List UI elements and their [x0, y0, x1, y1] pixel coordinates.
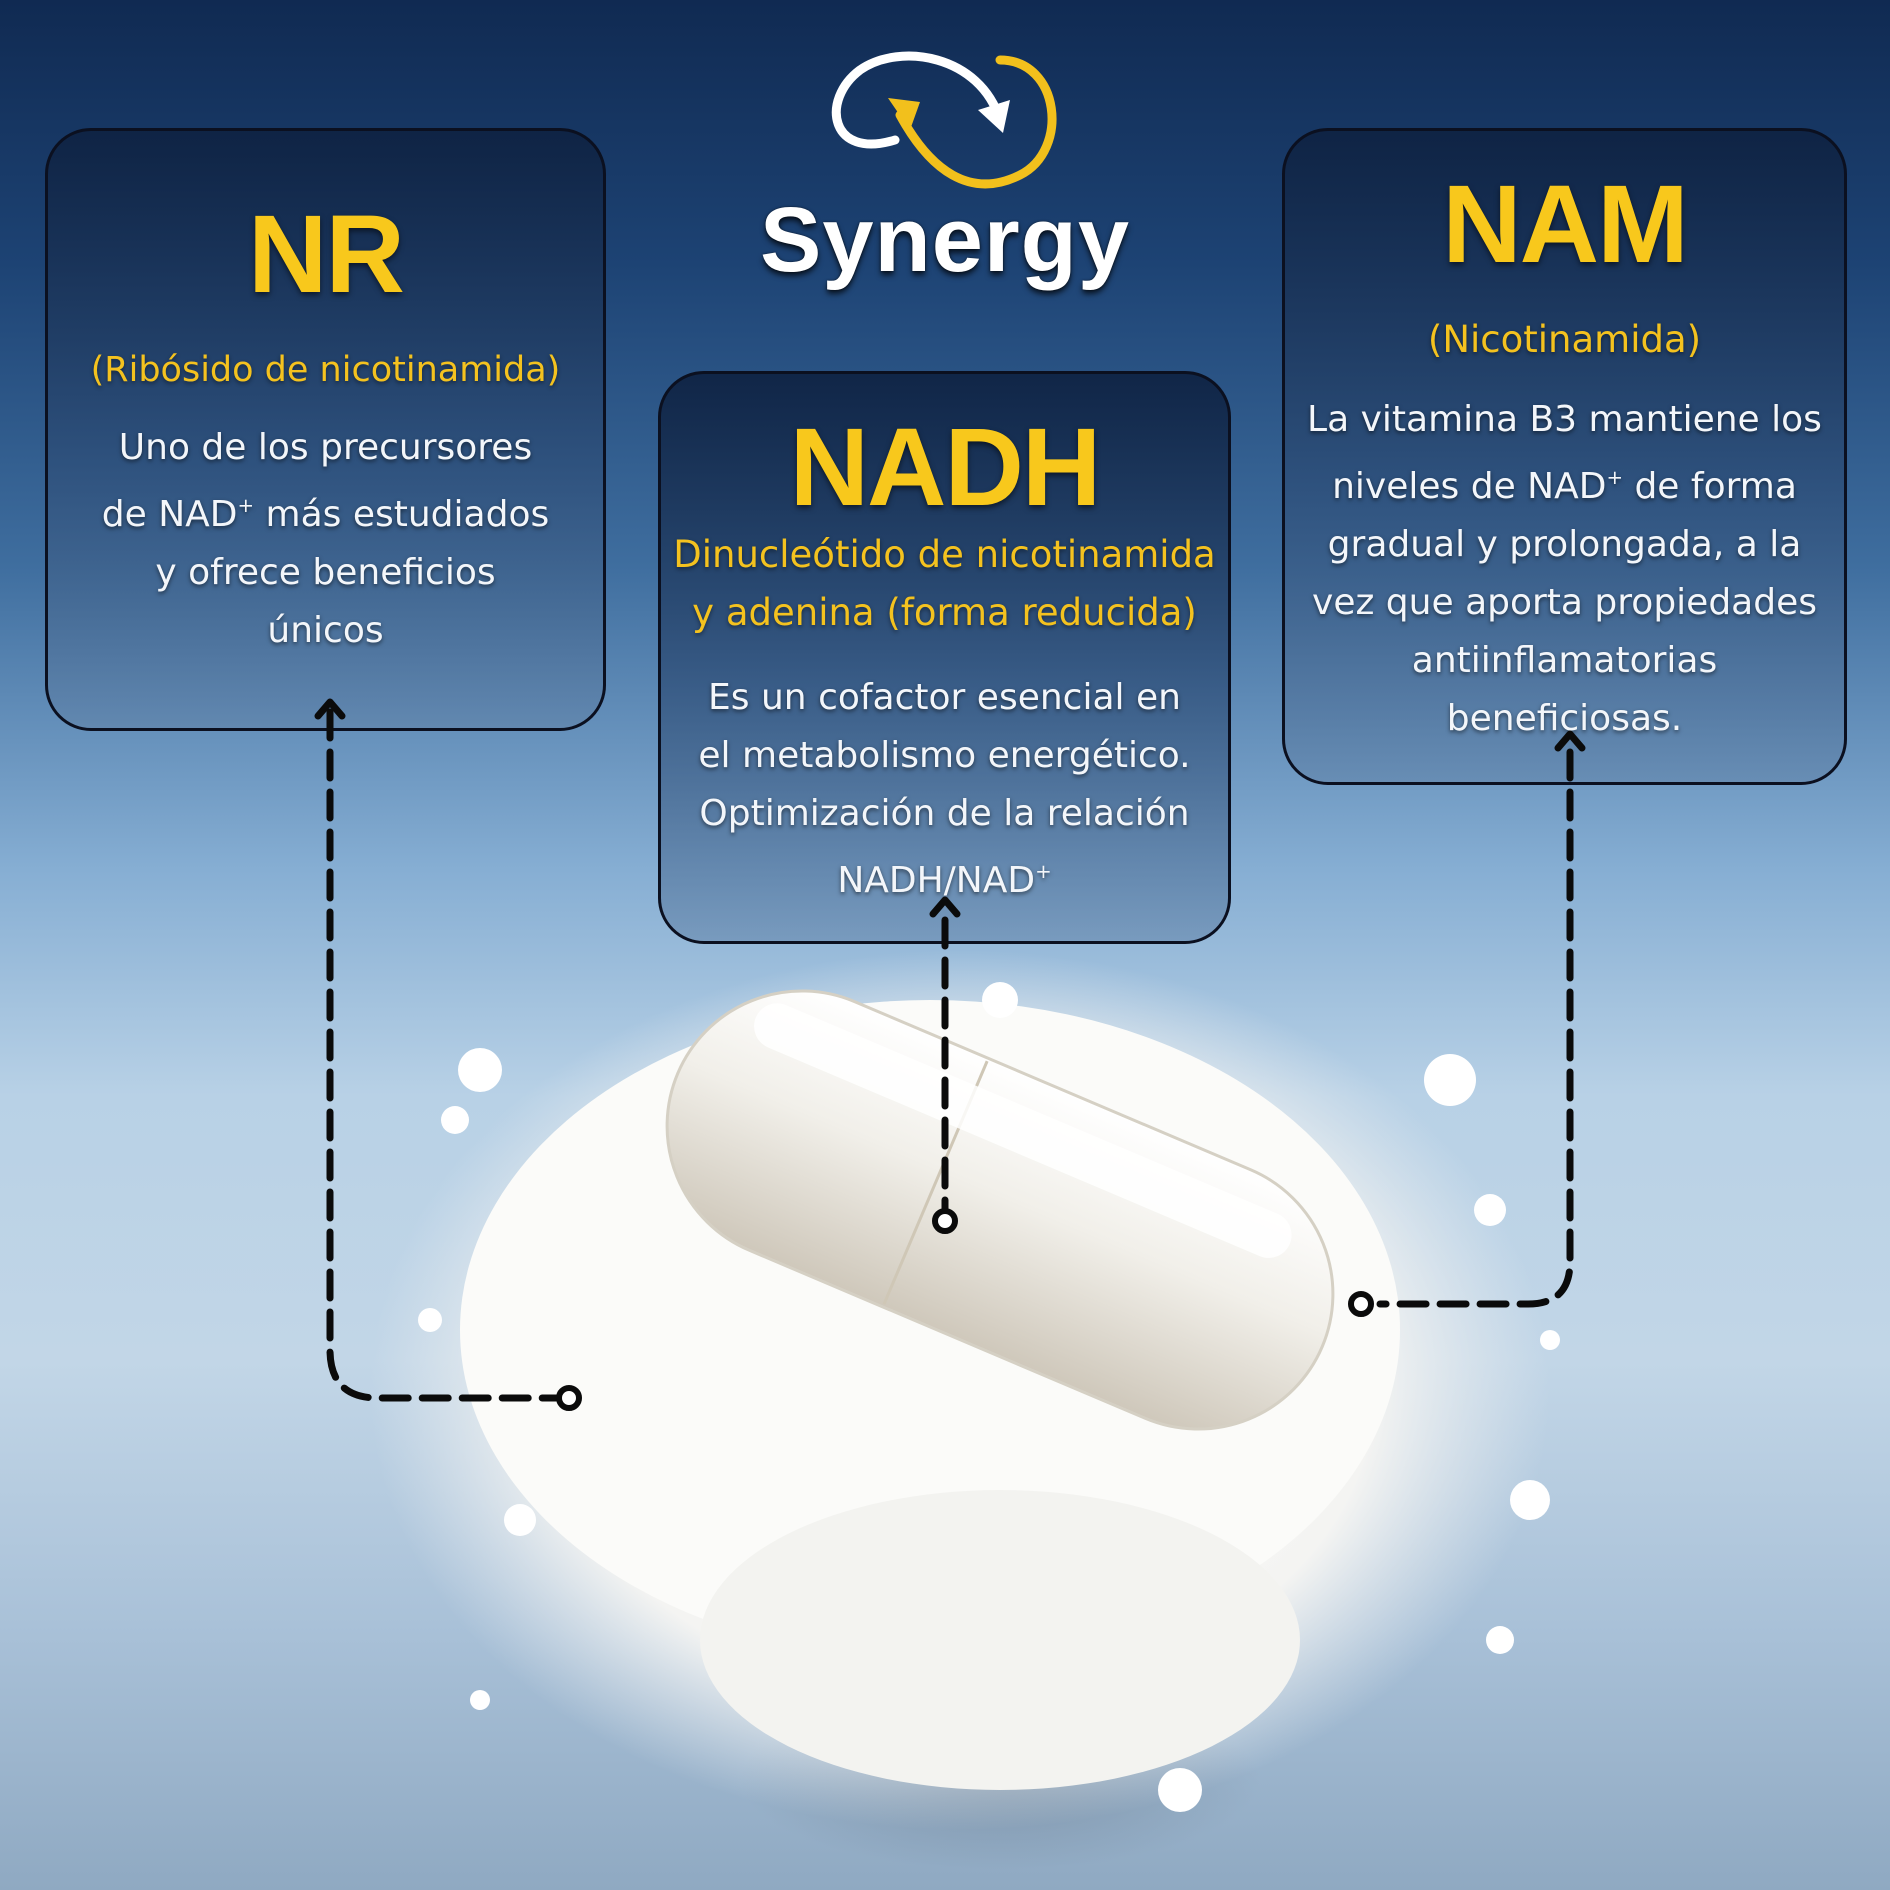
anchor-dot-nam	[1348, 1291, 1374, 1317]
card-nam-desc-line1: La vitamina B3 mantiene los	[1307, 399, 1822, 440]
card-nr-subtitle: (Ribósido de nicotinamida)	[90, 350, 561, 390]
anchor-dot-nr	[556, 1385, 582, 1411]
card-nam-desc-line5: antiinflamatorias	[1411, 639, 1718, 681]
card-nadh-subtitle-line2: y adenina (forma reducida)	[692, 591, 1197, 634]
brand-name: Synergy	[759, 189, 1131, 291]
infinity-arrows-icon	[832, 51, 1057, 189]
arrowhead-nam	[1554, 730, 1586, 752]
card-nadh-desc-line4: NADH/NAD+	[837, 859, 1052, 901]
card-nam: NAM (Nicotinamida) La vitamina B3 mantie…	[1282, 128, 1847, 785]
card-nadh-subtitle: Dinucleótido de nicotinamida y adenina (…	[661, 526, 1228, 642]
card-nadh-title: NADH	[789, 406, 1102, 529]
card-nr-desc-line4: únicos	[267, 609, 384, 651]
card-nadh: NADH Dinucleótido de nicotinamida y aden…	[658, 371, 1231, 944]
card-nr-desc-line1: Uno de los precursores	[118, 427, 533, 468]
capsule	[665, 989, 1335, 1431]
card-nam-desc-line6: beneficiosas.	[1446, 697, 1683, 739]
card-nr-desc-line3: y ofrece beneficios	[155, 551, 496, 593]
card-nam-title: NAM	[1442, 163, 1689, 286]
card-nam-desc-line2: niveles de NAD+ de forma	[1332, 465, 1797, 507]
card-nr-desc-line2: de NAD+ más estudiados	[101, 493, 550, 535]
powder-lower	[700, 1490, 1300, 1790]
card-nam-description: La vitamina B3 mantiene los niveles de N…	[1285, 391, 1844, 748]
card-nr-title: NR	[248, 193, 405, 316]
connector-nr	[326, 708, 560, 1402]
card-nam-desc-line3: gradual y prolongada, a la	[1327, 523, 1802, 565]
card-nadh-desc-line1: Es un cofactor esencial en	[708, 677, 1181, 718]
card-nam-subtitle: (Nicotinamida)	[1427, 318, 1702, 361]
powder-specks	[418, 982, 1560, 1812]
card-nadh-desc-line2: el metabolismo energético.	[698, 735, 1191, 776]
arrowhead-nr	[314, 698, 346, 720]
connector-nam	[1376, 748, 1574, 1308]
card-nadh-description: Es un cofactor esencial en el metabolism…	[661, 669, 1228, 910]
card-nr: NR (Ribósido de nicotinamida) Uno de los…	[45, 128, 606, 731]
anchor-dot-nadh	[932, 1208, 958, 1234]
card-nr-description: Uno de los precursores de NAD+ más estud…	[48, 419, 603, 660]
arrowhead-nadh	[929, 896, 961, 918]
card-nadh-subtitle-line1: Dinucleótido de nicotinamida	[673, 533, 1216, 576]
card-nadh-desc-line3: Optimización de la relación	[699, 793, 1190, 834]
card-nam-desc-line4: vez que aporta propiedades	[1312, 581, 1817, 623]
